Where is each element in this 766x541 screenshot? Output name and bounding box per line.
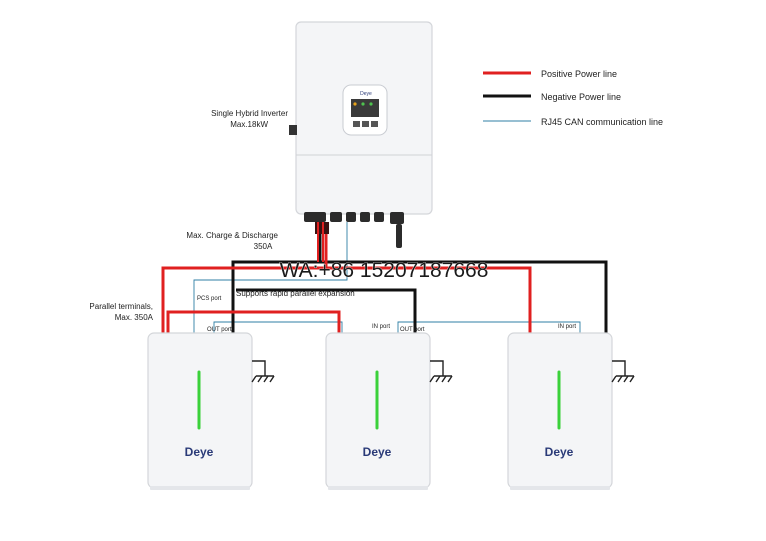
out-port-label-1: OUT port [207, 327, 232, 333]
expansion-note: Supports rapid parallel expansion [236, 289, 355, 298]
positive-power-lines [161, 222, 532, 338]
inverter-screen [351, 99, 379, 117]
battery-1: Deye [147, 332, 253, 490]
battery-base [150, 486, 250, 490]
out-port-label-2: OUT port [400, 327, 425, 333]
wiring [161, 222, 608, 338]
battery-base [328, 486, 428, 490]
status-light-icon [361, 102, 365, 106]
parallel-label-line1: Parallel terminals, [89, 302, 153, 311]
battery-3: Deye [507, 332, 613, 490]
inverter-key-icon [353, 121, 360, 127]
can-lines [193, 222, 581, 336]
battery-base [510, 486, 610, 490]
inverter-side-handle [289, 125, 297, 135]
in-port-label-3: IN port [558, 324, 576, 330]
inverter-label-line1: Single Hybrid Inverter [211, 109, 288, 118]
status-light-icon [369, 102, 373, 106]
inverter-logo: Deye [360, 91, 372, 97]
hybrid-inverter: Deye Single Hybrid Inverter Max.18kW [211, 21, 433, 248]
port-labels: PCS port OUT port IN port OUT port IN po… [197, 296, 576, 333]
pcs-port-label: PCS port [197, 296, 222, 302]
charge-label-line1: Max. Charge & Discharge [186, 231, 278, 240]
battery-2: Deye [325, 332, 431, 490]
ground-icon [251, 360, 275, 383]
legend-can-label: RJ45 CAN communication line [541, 117, 663, 127]
in-port-label-2: IN port [372, 324, 390, 330]
legend: Positive Power line Negative Power line … [483, 69, 663, 127]
legend-positive-label: Positive Power line [541, 69, 617, 79]
status-light-icon [353, 102, 357, 106]
inverter-connectors [304, 212, 404, 248]
parallel-label-line2: Max. 350A [115, 313, 154, 322]
battery-brand: Deye [363, 445, 392, 459]
negative-power-lines [231, 222, 608, 338]
battery-brand: Deye [545, 445, 574, 459]
cable-bundle [315, 222, 329, 262]
ground-icon [611, 360, 635, 383]
inverter-label-line2: Max.18kW [230, 120, 268, 129]
inverter-key-icon [362, 121, 369, 127]
inverter-key-icon [371, 121, 378, 127]
watermark-text: WA:+86 15207187668 [280, 259, 489, 282]
ground-icon [429, 360, 453, 383]
charge-label-line2: 350A [254, 242, 273, 251]
battery-brand: Deye [185, 445, 214, 459]
legend-negative-label: Negative Power line [541, 92, 621, 102]
